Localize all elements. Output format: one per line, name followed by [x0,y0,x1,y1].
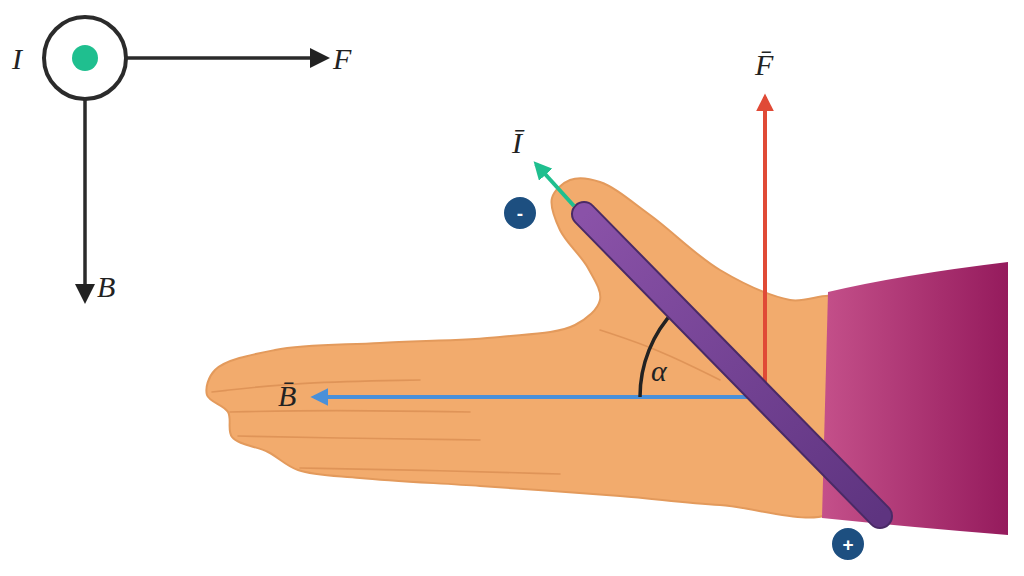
field-vector-label: B̄ [278,381,296,411]
field-label: B [97,272,115,302]
current-arrow [536,164,574,206]
terminal-badge: - [502,195,538,231]
force-vector-label: F̄ [755,50,773,80]
field-arrow [314,395,765,399]
hand-crease [230,411,470,412]
left-hand [206,178,859,517]
current-label: I [12,44,22,74]
hand-outline [206,178,859,517]
force-label: F [333,44,351,74]
hand-crease [300,468,560,474]
conductor-rod [584,214,880,516]
hand-crease [212,380,420,392]
current-vector-label: Ī [512,128,522,158]
conductor-rod-shadow [584,214,880,516]
force-arrow [763,97,767,397]
current-symbol [44,17,326,300]
terminal-badge: + [830,526,866,562]
terminal-sign: - [517,204,523,223]
angle-arc [640,310,675,397]
hand-crease [238,436,480,440]
terminal-sign: + [842,535,853,554]
angle-label: α [651,356,667,386]
